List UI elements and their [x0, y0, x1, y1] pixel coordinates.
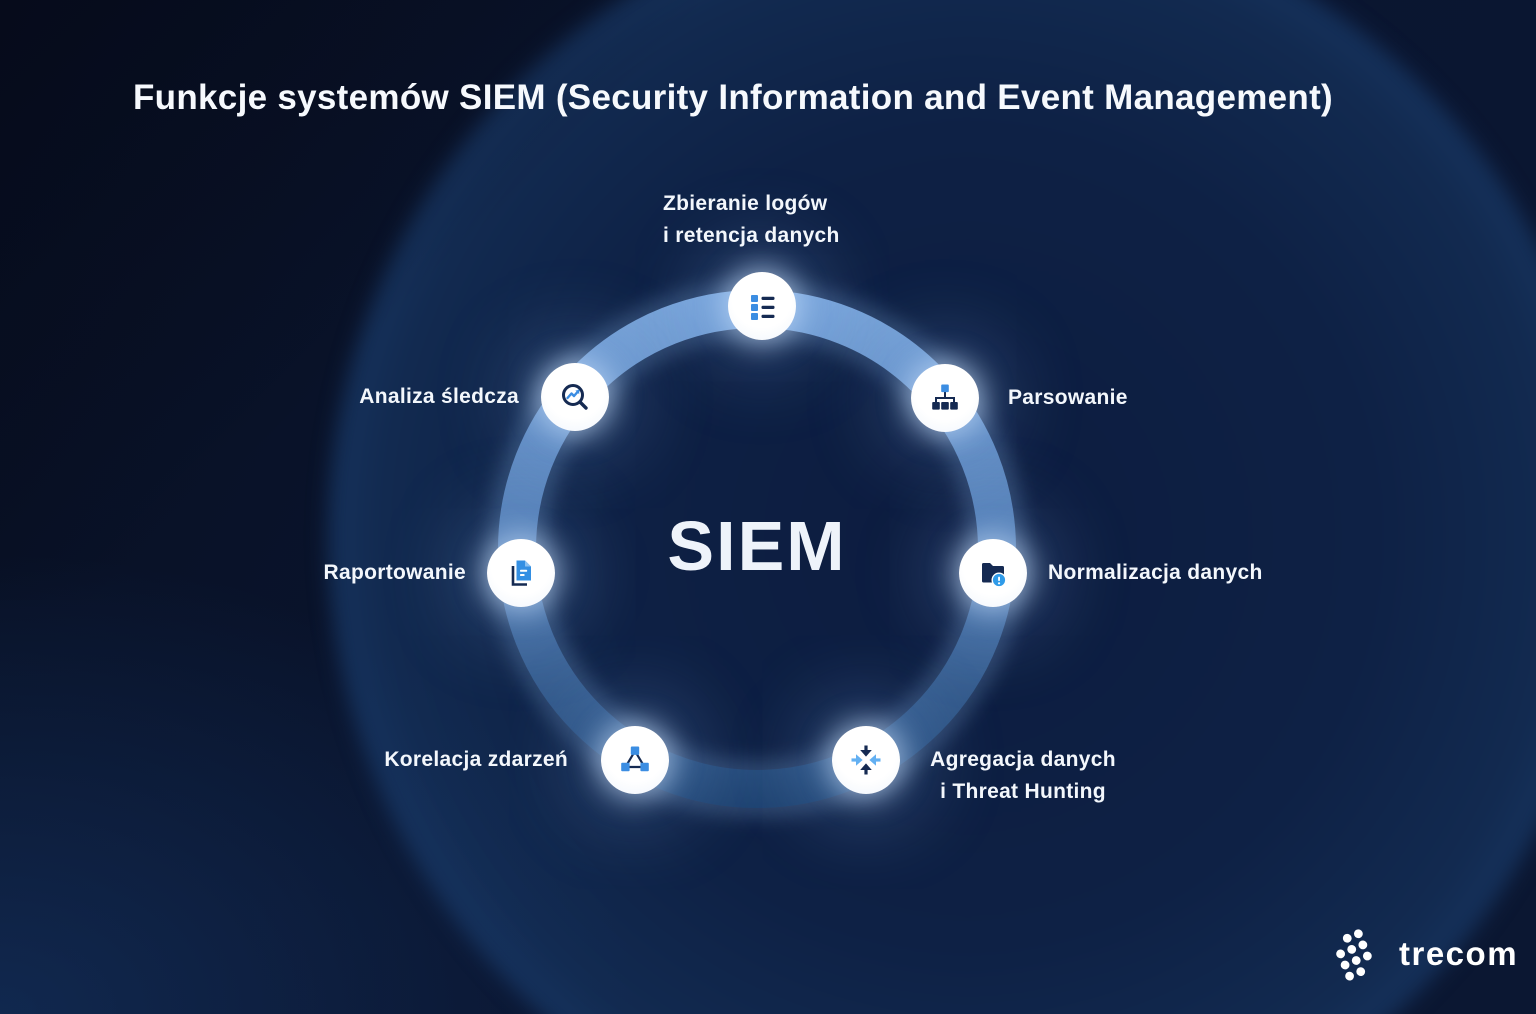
label-line: Zbieranie logów [663, 192, 828, 215]
node-raportowanie [487, 539, 555, 607]
node-label-analiza: Analiza śledcza [359, 381, 519, 413]
node-agregacja [832, 726, 900, 794]
folder-alert-icon [982, 563, 1007, 588]
node-zbieranie-logow [728, 272, 796, 340]
magnifier-chart-icon [562, 384, 588, 410]
converge-arrows-icon [851, 745, 881, 775]
node-normalizacja [959, 539, 1027, 607]
node-label-korelacja: Korelacja zdarzeń [384, 744, 568, 776]
node-label-raportowanie: Raportowanie [324, 557, 466, 589]
node-analiza [541, 363, 609, 431]
label-line: i Threat Hunting [940, 780, 1106, 803]
label-line: Parsowanie [1008, 386, 1128, 409]
document-icon [511, 560, 531, 586]
node-label-agregacja: Agregacja danych i Threat Hunting [918, 744, 1128, 808]
background-corner-shade [0, 0, 700, 600]
label-line: Raportowanie [323, 561, 466, 584]
label-line: Analiza śledcza [359, 385, 519, 408]
node-label-parsowanie: Parsowanie [1008, 382, 1128, 414]
node-label-zbieranie-logow: Zbieranie logów i retencja danych [663, 188, 840, 252]
trecom-logo-dots-icon [1336, 929, 1372, 981]
label-line: i retencja danych [663, 224, 840, 247]
node-korelacja [601, 726, 669, 794]
trecom-logo-text: trecom [1399, 935, 1519, 972]
trecom-logo: trecom [1328, 923, 1518, 985]
node-label-normalizacja: Normalizacja danych [1048, 557, 1263, 589]
label-line: Korelacja zdarzeń [384, 748, 568, 771]
page-title: Funkcje systemów SIEM (Security Informat… [133, 78, 1334, 117]
sitemap-icon [932, 384, 958, 410]
label-line: Normalizacja danych [1048, 561, 1263, 584]
triangle-network-icon [621, 746, 649, 772]
center-label: SIEM [667, 506, 847, 585]
node-parsowanie [911, 364, 979, 432]
list-icon [751, 295, 775, 320]
label-line: Agregacja danych [930, 748, 1116, 771]
